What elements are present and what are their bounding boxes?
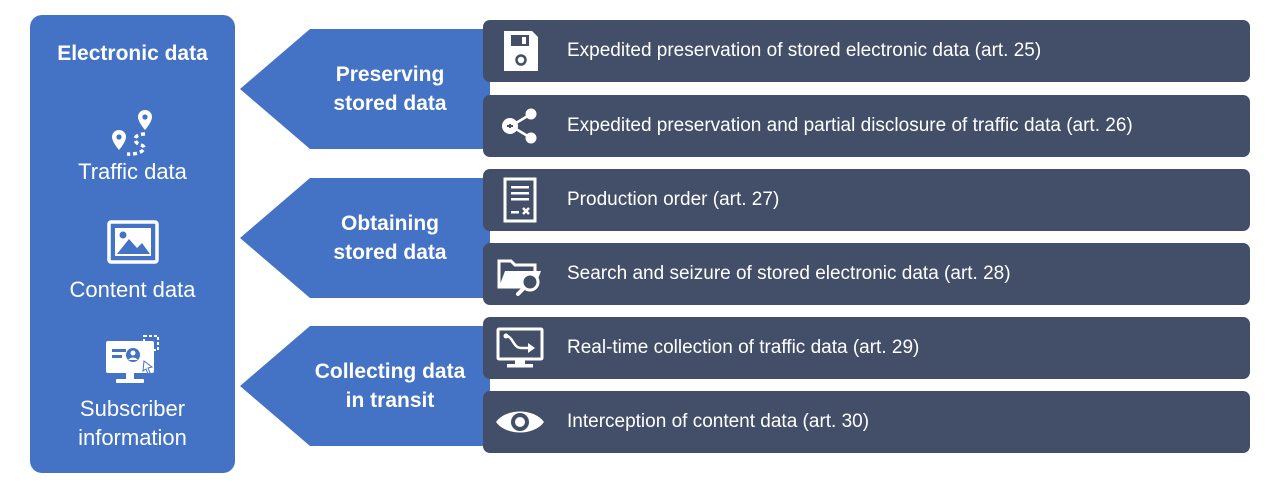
panel-heading: Electronic data [57,42,208,65]
action-bar-art-30: Interception of content data (art. 30) [483,391,1250,453]
route-pin-icon [107,107,159,164]
action-label-art-25: Expedited preservation of stored electro… [567,40,1042,61]
action-label-art-30: Interception of content data (art. 30) [567,411,870,432]
folder-search-icon [493,247,547,301]
preserving-stored-data-arrow [240,29,490,149]
document-form-icon [493,173,547,227]
subscriber-monitor-icon [102,335,164,390]
image-icon [106,220,159,269]
action-bar-art-27: Production order (art. 27) [483,169,1250,231]
action-label-art-27: Production order (art. 27) [567,189,780,210]
subscriber-information-label: Subscriber information [78,396,187,450]
floppy-disk-icon [493,24,547,78]
traffic-data-label: Traffic data [78,159,187,184]
share-nodes-icon [493,99,547,153]
collecting-data-in-transit-arrow [240,326,490,446]
content-data-label: Content data [69,277,196,302]
preserving-stored-data-label: Preserving stored data [333,63,447,115]
action-bar-art-29: Real-time collection of traffic data (ar… [483,317,1250,379]
action-bar-art-28: Search and seizure of stored electronic … [483,243,1250,305]
action-bar-art-26: Expedited preservation and partial discl… [483,95,1250,157]
monitor-route-icon [493,321,547,375]
action-bar-art-25: Expedited preservation of stored electro… [483,20,1250,82]
eye-icon [493,395,547,449]
electronic-data-panel: Electronic data Traffic data Content dat… [30,15,235,473]
action-label-art-26: Expedited preservation and partial discl… [567,115,1133,136]
collecting-data-in-transit-label: Collecting data in transit [314,360,466,412]
action-label-art-29: Real-time collection of traffic data (ar… [567,337,920,358]
action-label-art-28: Search and seizure of stored electronic … [567,263,1011,284]
obtaining-stored-data-arrow [240,178,490,298]
obtaining-stored-data-label: Obtaining stored data [333,212,447,264]
